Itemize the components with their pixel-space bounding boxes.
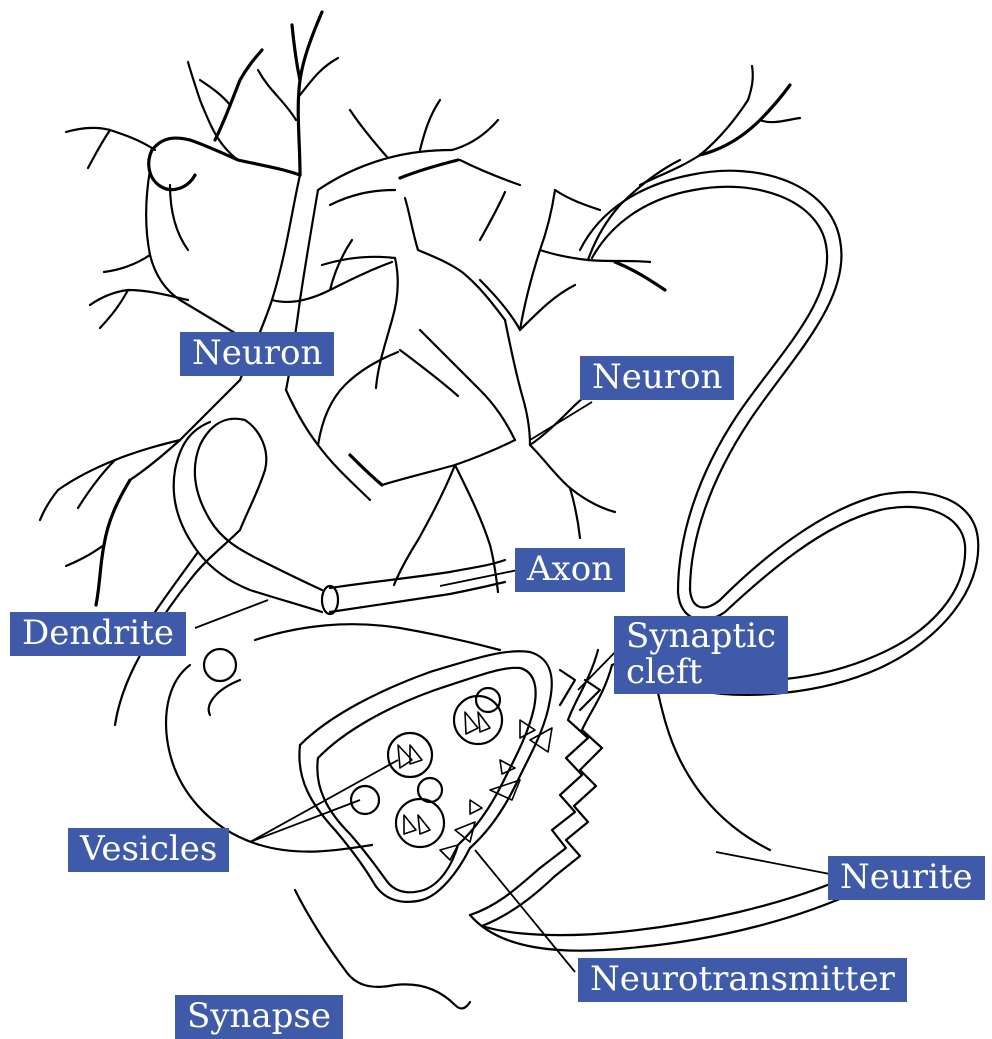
label-vesicles: Vesicles: [68, 828, 229, 872]
label-dendrite: Dendrite: [10, 612, 186, 656]
label-synaptic-cleft: Synaptic cleft: [614, 616, 788, 694]
axon-and-dendrite-tubes: [115, 419, 505, 725]
label-axon: Axon: [515, 548, 625, 592]
left-neuron-drawing: [40, 12, 520, 605]
right-neuron-drawing: [350, 66, 800, 592]
label-synaptic-cleft-line1: Synaptic: [626, 618, 776, 654]
label-synapse: Synapse: [175, 995, 343, 1039]
label-neurotransmitter: Neurotransmitter: [578, 958, 907, 1002]
label-synaptic-cleft-line2: cleft: [626, 654, 776, 690]
label-neurite: Neurite: [828, 856, 985, 900]
label-neuron-top-left: Neuron: [180, 332, 334, 376]
label-neuron-right: Neuron: [580, 356, 734, 400]
